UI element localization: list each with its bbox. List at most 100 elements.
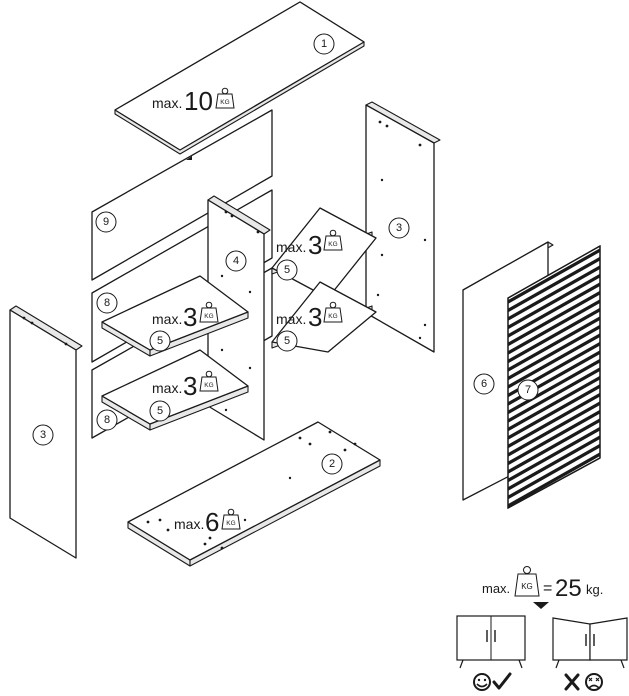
svg-text:KG: KG	[521, 582, 533, 591]
door-slat	[508, 506, 600, 508]
panel-1-top	[114, 1, 365, 155]
door-slat	[508, 430, 600, 495]
svg-text:25: 25	[555, 575, 582, 602]
door-slat	[508, 302, 600, 368]
svg-text:max.: max.	[152, 380, 182, 396]
svg-text:3: 3	[183, 302, 197, 332]
shelf-5-lower-right	[271, 281, 377, 353]
weight-icon: KG	[221, 508, 241, 530]
svg-text:max.: max.	[174, 516, 204, 532]
door-slat	[508, 260, 600, 325]
svg-text:4: 4	[233, 255, 239, 267]
svg-text:KG: KG	[204, 313, 213, 320]
svg-text:KG: KG	[220, 99, 229, 106]
part-number-5-right-lower: 5	[276, 330, 298, 352]
load-label-shelf-left-lower: max. 3 KG	[152, 370, 219, 401]
part-number-3-right: 3	[388, 217, 410, 239]
panel-2-bottom	[127, 421, 381, 567]
svg-text:8: 8	[104, 414, 110, 426]
door-slat	[508, 277, 600, 342]
part-number-5-right-upper: 5	[276, 259, 298, 281]
door-slat	[508, 387, 600, 453]
svg-text:KG: KG	[328, 241, 337, 248]
svg-text:1: 1	[321, 38, 327, 50]
svg-text:3: 3	[308, 302, 322, 332]
load-label-shelf-right-upper: max. 3 KG	[276, 229, 343, 260]
part-number-5-left-lower: 5	[149, 400, 171, 422]
door-slat	[508, 319, 600, 385]
load-label-top: max. 10 KG	[152, 86, 235, 116]
door-slat	[508, 421, 600, 487]
shelf-5-lower-left	[101, 349, 249, 431]
door-slat	[508, 362, 600, 427]
svg-text:5: 5	[284, 335, 290, 347]
part-number-8-lower: 8	[96, 409, 118, 431]
svg-text:5: 5	[157, 335, 163, 347]
door-slat	[508, 404, 600, 470]
cross-frown-icon	[564, 673, 603, 691]
part-number-9: 9	[95, 211, 117, 233]
svg-text:5: 5	[284, 264, 290, 276]
weight-icon: KG	[199, 370, 219, 392]
svg-text:6: 6	[481, 378, 487, 390]
svg-text:9: 9	[103, 216, 109, 228]
door-slat	[508, 498, 600, 508]
door-slat	[508, 438, 600, 504]
svg-text:3: 3	[40, 429, 46, 441]
svg-text:10: 10	[184, 86, 213, 116]
part-number-6: 6	[473, 373, 495, 395]
door-slat	[508, 370, 600, 436]
cabinet-correct-icon	[456, 615, 526, 669]
svg-text:KG: KG	[328, 313, 337, 320]
svg-text:3: 3	[308, 230, 322, 260]
door-slat	[508, 413, 600, 478]
part-number-8-upper: 8	[96, 292, 118, 314]
cabinet-incorrect-icon	[552, 617, 628, 669]
svg-text:8: 8	[104, 297, 110, 309]
weight-icon: KG	[514, 566, 540, 597]
door-slat	[508, 294, 600, 359]
door-slat	[500, 517, 610, 579]
svg-text:max.: max.	[152, 95, 182, 111]
door-slat	[508, 379, 600, 444]
weight-icon: KG	[199, 301, 219, 323]
panel-9-back	[91, 109, 273, 281]
part-number-7: 7	[517, 379, 539, 401]
weight-icon: KG	[323, 229, 343, 251]
svg-text:5: 5	[157, 405, 163, 417]
part-number-2: 2	[321, 453, 343, 475]
part-number-5-left-upper: 5	[149, 330, 171, 352]
weight-icon: KG	[323, 301, 343, 323]
door-slat	[508, 268, 600, 334]
weight-icon: KG	[215, 87, 235, 109]
svg-text:max.: max.	[482, 581, 510, 596]
svg-text:kg.: kg.	[586, 582, 603, 597]
down-arrow-icon	[533, 602, 549, 609]
svg-text:KG: KG	[204, 382, 213, 389]
svg-text:2: 2	[329, 458, 335, 470]
door-slat	[508, 311, 600, 376]
door-slat	[508, 328, 600, 393]
svg-text:6: 6	[205, 507, 219, 537]
shelf-5-upper-left	[101, 275, 249, 357]
load-label-shelf-left-upper: max. 3 KG	[152, 301, 219, 332]
part-number-1: 1	[313, 33, 335, 55]
part-number-3-left: 3	[32, 424, 54, 446]
total-load-legend: max. KG = 25 kg.	[482, 566, 603, 609]
door-slat	[508, 447, 600, 508]
door-slat	[508, 285, 600, 351]
door-slat	[508, 353, 600, 419]
svg-text:=: =	[543, 580, 552, 597]
load-label-shelf-right-lower: max. 3 KG	[276, 301, 343, 332]
part-number-4: 4	[225, 250, 247, 272]
door-slat	[508, 345, 600, 410]
door-slat	[508, 251, 600, 317]
svg-text:3: 3	[396, 222, 402, 234]
door-slat	[508, 396, 600, 461]
svg-text:max.: max.	[276, 239, 306, 255]
smiley-check-icon	[473, 672, 512, 691]
svg-text:max.: max.	[152, 311, 182, 327]
svg-text:7: 7	[525, 384, 531, 396]
